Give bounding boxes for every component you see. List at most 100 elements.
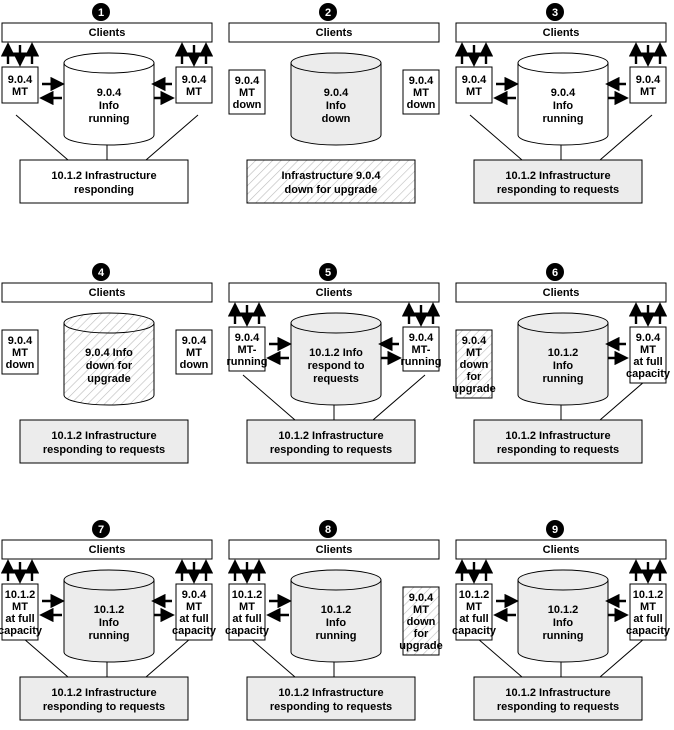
- clients-box: [228, 22, 440, 43]
- left-mt-label: down: [460, 359, 489, 371]
- left-mt-label: MT: [12, 86, 28, 98]
- database-cylinder: [63, 62, 155, 146]
- step-number: 3: [552, 7, 558, 19]
- database-cylinder: [63, 579, 155, 663]
- clients-box: [228, 282, 440, 303]
- left-mt-label: down: [6, 359, 35, 371]
- clients-box: [455, 282, 667, 303]
- left-mt-infra-connector: [469, 114, 523, 161]
- infrastructure-box: [246, 159, 416, 204]
- infrastructure-label: 10.1.2 Infrastructure: [51, 687, 156, 699]
- database-label: 9.0.4 Info: [85, 347, 133, 359]
- database-label: running: [543, 113, 584, 125]
- left-mt-label: at full: [459, 613, 488, 625]
- infrastructure-box: [19, 419, 189, 464]
- left-mt-box: [228, 326, 266, 372]
- infrastructure-box: [473, 676, 643, 721]
- left-mt-label: MT: [466, 347, 482, 359]
- database-label: Info: [553, 617, 573, 629]
- left-mt-label: 9.0.4: [462, 74, 487, 86]
- infrastructure-label: 10.1.2 Infrastructure: [51, 430, 156, 442]
- database-cylinder-top: [290, 52, 382, 74]
- right-mt-label: 9.0.4: [636, 332, 661, 344]
- left-mt-box: [228, 583, 266, 641]
- left-mt-box: [1, 66, 39, 104]
- left-mt-label: 9.0.4: [8, 74, 33, 86]
- left-mt-label: 9.0.4: [462, 335, 487, 347]
- clients-box: [455, 539, 667, 560]
- clients-label: Clients: [543, 287, 580, 299]
- step-number-badge: [546, 3, 564, 21]
- clients-box: [1, 539, 213, 560]
- right-mt-label: upgrade: [399, 640, 442, 652]
- database-label: Info: [99, 617, 119, 629]
- right-mt-label: MT: [186, 601, 202, 613]
- left-mt-label: MT: [12, 347, 28, 359]
- right-mt-box: [175, 583, 213, 641]
- infrastructure-label: 10.1.2 Infrastructure: [278, 430, 383, 442]
- database-label: 9.0.4: [324, 87, 349, 99]
- left-mt-infra-connector: [242, 374, 296, 421]
- clients-label: Clients: [89, 544, 126, 556]
- right-mt-label: 9.0.4: [409, 592, 434, 604]
- right-mt-label: MT: [640, 344, 656, 356]
- step-number: 8: [325, 524, 331, 536]
- right-mt-label: for: [414, 628, 429, 640]
- database-cylinder: [517, 62, 609, 146]
- database-cylinder-top: [517, 569, 609, 591]
- database-label: running: [543, 630, 584, 642]
- step-number-badge: [319, 263, 337, 281]
- database-label: requests: [313, 373, 359, 385]
- database-label: running: [543, 373, 584, 385]
- infrastructure-label: responding: [74, 184, 134, 196]
- left-mt-label: at full: [5, 613, 34, 625]
- database-cylinder: [517, 579, 609, 663]
- right-mt-box: [175, 66, 213, 104]
- infrastructure-label: responding to requests: [43, 701, 165, 713]
- left-mt-label: MT: [12, 601, 28, 613]
- right-mt-label: capacity: [626, 625, 671, 637]
- left-mt-label: MT: [466, 601, 482, 613]
- right-mt-label: 9.0.4: [182, 74, 207, 86]
- database-label: running: [89, 630, 130, 642]
- clients-label: Clients: [316, 544, 353, 556]
- database-cylinder-top: [290, 569, 382, 591]
- step-number: 2: [325, 7, 331, 19]
- database-label: running: [316, 630, 357, 642]
- database-label: down: [322, 113, 351, 125]
- left-mt-box: [228, 69, 266, 115]
- right-mt-label: 10.1.2: [633, 589, 664, 601]
- step-number: 1: [98, 7, 104, 19]
- left-mt-box: [1, 583, 39, 641]
- right-mt-label: running: [401, 356, 442, 368]
- infrastructure-box: [246, 419, 416, 464]
- database-cylinder-top: [63, 312, 155, 334]
- right-mt-label: MT: [413, 87, 429, 99]
- left-mt-label: capacity: [0, 625, 43, 637]
- left-mt-label: capacity: [225, 625, 270, 637]
- right-mt-label: at full: [633, 356, 662, 368]
- right-mt-box: [402, 326, 440, 372]
- right-mt-label: at full: [179, 613, 208, 625]
- clients-label: Clients: [89, 287, 126, 299]
- infrastructure-label: responding to requests: [497, 444, 619, 456]
- right-mt-infra-connector: [599, 114, 653, 161]
- right-mt-label: down: [407, 616, 436, 628]
- left-mt-label: MT: [239, 87, 255, 99]
- database-cylinder-top: [63, 569, 155, 591]
- left-mt-label: 10.1.2: [459, 589, 490, 601]
- right-mt-label: MT: [186, 347, 202, 359]
- right-mt-box: [402, 69, 440, 115]
- database-label: 10.1.2 Info: [309, 347, 363, 359]
- step-number: 6: [552, 267, 558, 279]
- clients-label: Clients: [89, 27, 126, 39]
- right-mt-label: 9.0.4: [409, 332, 434, 344]
- infrastructure-box: [246, 676, 416, 721]
- infrastructure-label: responding to requests: [497, 184, 619, 196]
